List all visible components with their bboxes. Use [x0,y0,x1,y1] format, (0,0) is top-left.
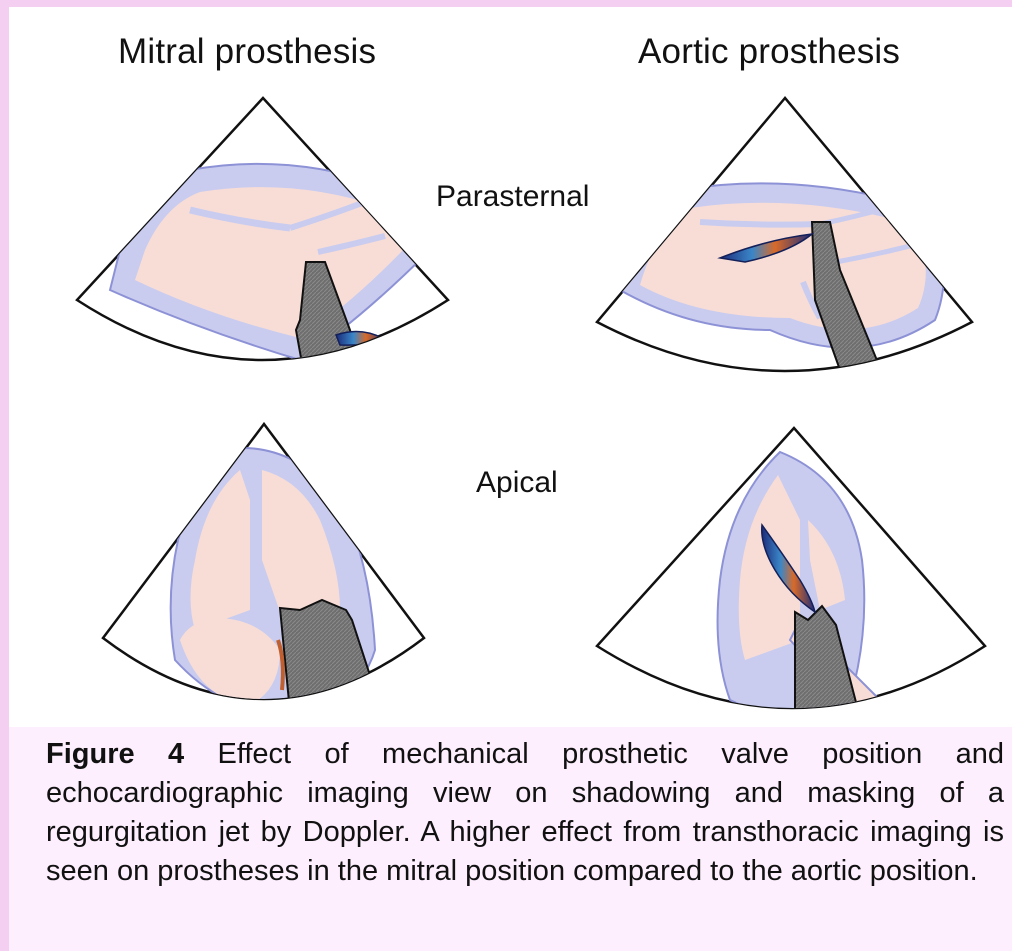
figure-label: Figure 4 [46,738,184,770]
sector-aortic-apical [597,428,985,718]
sector-mitral-parasternal [77,98,448,380]
sector-mitral-apical [103,424,424,713]
sector-aortic-parasternal [597,98,972,384]
figure-caption: Figure 4 Effect of mechanical prosthetic… [46,735,1004,891]
figure-caption-text: Effect of mechanical prosthetic valve po… [46,738,1004,887]
